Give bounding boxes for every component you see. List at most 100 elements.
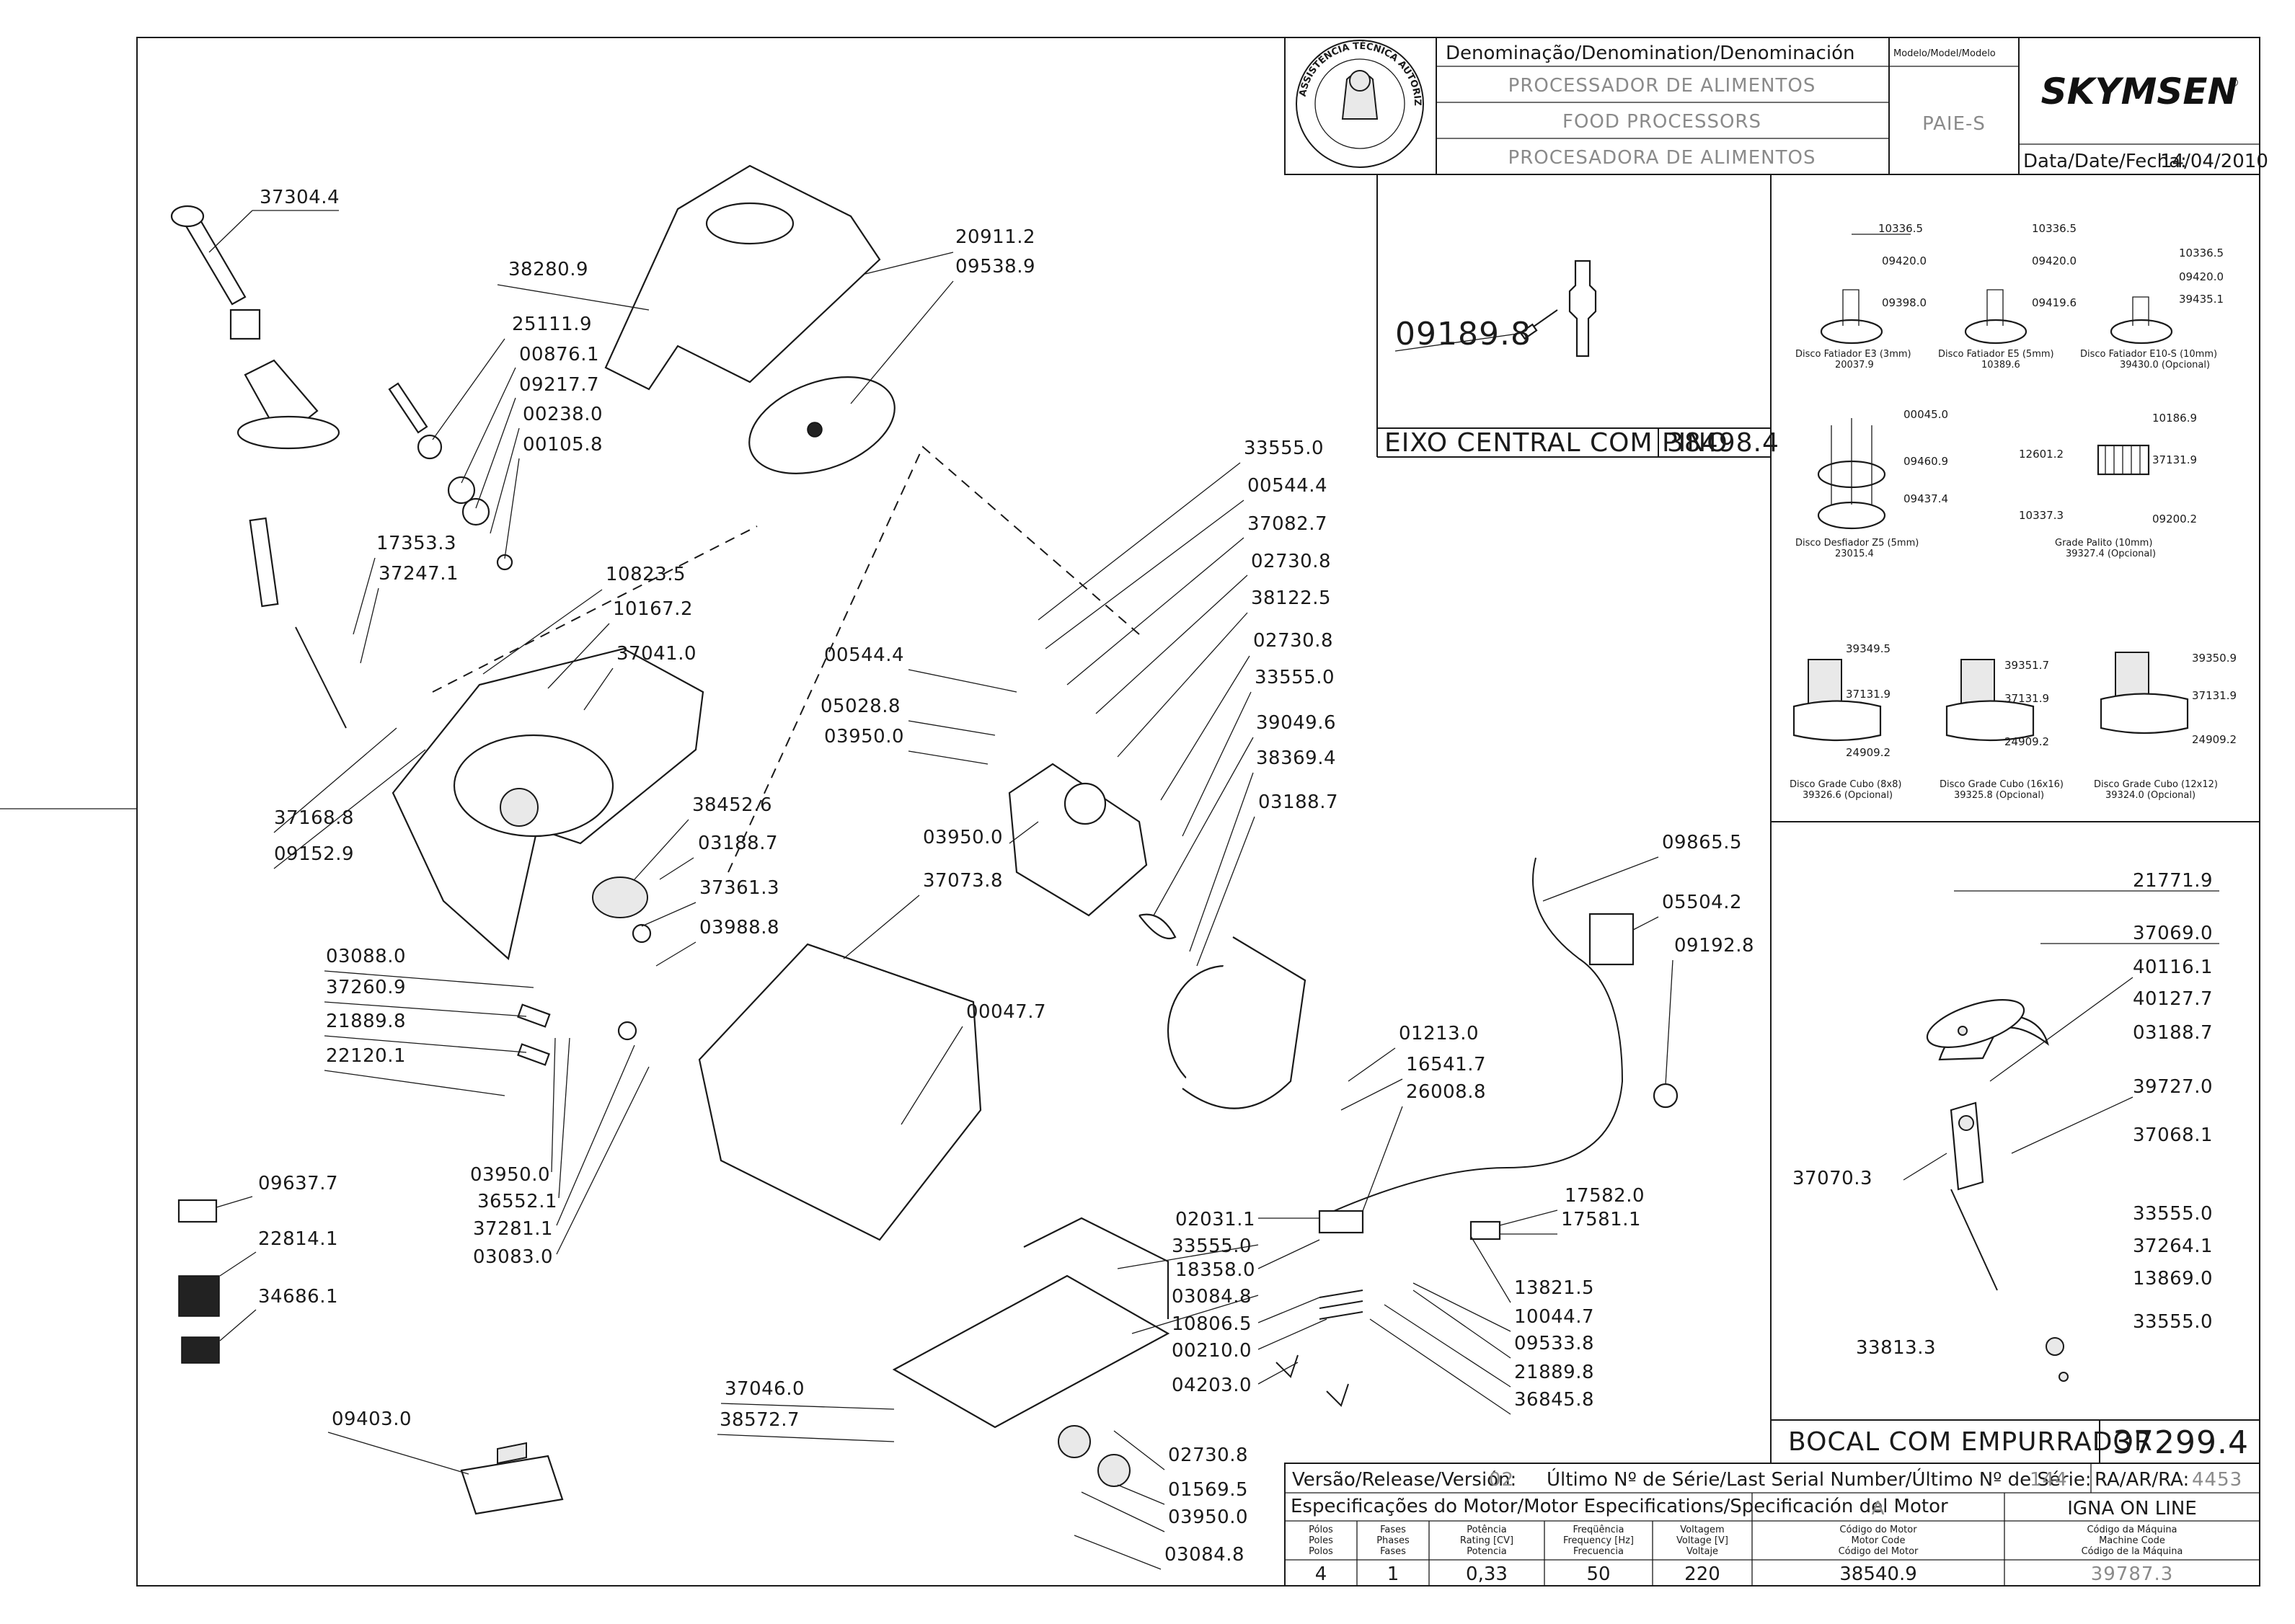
date-value: 14/04/2010 <box>2160 151 2268 172</box>
svg-text:Potencia: Potencia <box>1467 1546 1506 1557</box>
svg-text:00238.0: 00238.0 <box>523 404 603 425</box>
svg-text:Especificações do Motor/Motor: Especificações do Motor/Motor Especifica… <box>1291 1496 1948 1517</box>
svg-text:37264.1: 37264.1 <box>2133 1235 2213 1257</box>
disc-slicer-e5: 10336.5 09420.0 09419.6 Disco Fatiador E… <box>1938 222 2077 370</box>
svg-text:Disco Fatiador E5 (5mm): Disco Fatiador E5 (5mm) <box>1938 349 2054 360</box>
svg-text:22120.1: 22120.1 <box>326 1045 406 1067</box>
svg-text:00105.8: 00105.8 <box>523 434 603 456</box>
svg-text:09419.6: 09419.6 <box>2032 296 2077 309</box>
svg-text:09152.9: 09152.9 <box>274 843 354 865</box>
svg-text:33555.0: 33555.0 <box>2133 1203 2213 1225</box>
svg-text:Frequency [Hz]: Frequency [Hz] <box>1563 1535 1634 1546</box>
svg-text:09420.0: 09420.0 <box>2179 270 2224 283</box>
svg-text:37168.8: 37168.8 <box>274 807 354 829</box>
svg-text:21889.8: 21889.8 <box>326 1011 406 1032</box>
svg-text:36552.1: 36552.1 <box>477 1191 557 1212</box>
svg-text:17353.3: 17353.3 <box>376 533 456 554</box>
svg-text:40127.7: 40127.7 <box>2133 988 2213 1010</box>
central-shaft-panel: 09189.8 EIXO CENTRAL COM PINO 38498.4 <box>1377 259 1779 458</box>
svg-text:50: 50 <box>1586 1563 1610 1585</box>
svg-text:02730.8: 02730.8 <box>1253 630 1333 652</box>
svg-text:Disco Grade Cubo (16x16): Disco Grade Cubo (16x16) <box>1940 779 2064 790</box>
svg-text:144: 144 <box>2030 1469 2068 1491</box>
model-header: Modelo/Model/Modelo <box>1893 48 1996 59</box>
svg-text:09217.7: 09217.7 <box>519 374 599 396</box>
svg-text:37131.9: 37131.9 <box>2004 692 2049 705</box>
pusher-code: 37299.4 <box>2113 1424 2249 1461</box>
callouts-center: 33555.0 00544.4 37082.7 02730.8 38122.5 … <box>717 438 1754 1570</box>
svg-text:220: 220 <box>1684 1563 1720 1585</box>
svg-text:Poles: Poles <box>1309 1535 1333 1546</box>
svg-text:10167.2: 10167.2 <box>613 598 693 620</box>
model-value: PAIE-S <box>1922 113 1986 135</box>
name-es: PROCESADORA DE ALIMENTOS <box>1508 147 1816 169</box>
svg-text:03188.7: 03188.7 <box>698 833 778 854</box>
svg-text:04203.0: 04203.0 <box>1172 1375 1252 1396</box>
svg-text:25111.9: 25111.9 <box>512 314 592 335</box>
svg-text:Grade Palito (10mm): Grade Palito (10mm) <box>2055 538 2152 549</box>
svg-text:02730.8: 02730.8 <box>1251 551 1331 572</box>
svg-text:36845.8: 36845.8 <box>1514 1389 1594 1411</box>
shaft-code: 38498.4 <box>1667 428 1779 458</box>
svg-text:37073.8: 37073.8 <box>923 870 1003 892</box>
french-fry-grid: 10186.9 12601.2 37131.9 10337.3 09200.2 … <box>2019 412 2197 559</box>
svg-text:03083.0: 03083.0 <box>473 1246 553 1268</box>
svg-text:Disco Grade Cubo (8x8): Disco Grade Cubo (8x8) <box>1790 779 1901 790</box>
svg-text:10336.5: 10336.5 <box>2179 247 2224 259</box>
svg-text:®: ® <box>2228 76 2239 89</box>
svg-text:39324.0 (Opcional): 39324.0 (Opcional) <box>2105 790 2195 801</box>
svg-text:21889.8: 21889.8 <box>1514 1362 1594 1383</box>
svg-text:Voltagem: Voltagem <box>1680 1525 1724 1535</box>
svg-text:37247.1: 37247.1 <box>379 563 459 585</box>
svg-text:37260.9: 37260.9 <box>326 977 406 998</box>
svg-text:00045.0: 00045.0 <box>1903 408 1948 421</box>
svg-text:33555.0: 33555.0 <box>1172 1235 1252 1257</box>
svg-text:09437.4: 09437.4 <box>1903 492 1948 505</box>
svg-text:Disco Fatiador E3 (3mm): Disco Fatiador E3 (3mm) <box>1795 349 1911 360</box>
svg-text:Disco Fatiador E10-S (10mm): Disco Fatiador E10-S (10mm) <box>2080 349 2217 360</box>
svg-text:09420.0: 09420.0 <box>2032 254 2077 267</box>
svg-text:10823.5: 10823.5 <box>606 564 686 585</box>
svg-text:IGNA ON LINE: IGNA ON LINE <box>2067 1498 2197 1519</box>
svg-text:38452.6: 38452.6 <box>692 794 772 816</box>
svg-text:03950.0: 03950.0 <box>923 827 1003 848</box>
svg-text:38369.4: 38369.4 <box>1256 747 1336 769</box>
callouts-left: 37304.4 38280.9 20911.2 09538.9 25111.9 … <box>208 187 1035 1475</box>
date-label: Data/Date/Fecha: <box>2023 151 2187 172</box>
svg-text:13821.5: 13821.5 <box>1514 1277 1594 1299</box>
svg-text:39327.4 (Opcional): 39327.4 (Opcional) <box>2066 549 2156 559</box>
svg-text:09865.5: 09865.5 <box>1662 832 1742 853</box>
svg-text:Machine Code: Machine Code <box>2099 1535 2165 1546</box>
svg-text:37082.7: 37082.7 <box>1247 513 1327 535</box>
svg-text:10336.5: 10336.5 <box>2032 222 2077 235</box>
svg-text:03188.7: 03188.7 <box>2133 1022 2213 1044</box>
skymsen-logo: SKYMSEN ® <box>2041 71 2239 112</box>
svg-text:37361.3: 37361.3 <box>699 877 779 899</box>
svg-text:RA/AR/RA:: RA/AR/RA: <box>2095 1469 2189 1491</box>
svg-text:09403.0: 09403.0 <box>332 1408 412 1430</box>
svg-text:39787.3: 39787.3 <box>2091 1563 2174 1585</box>
svg-text:33555.0: 33555.0 <box>1244 438 1324 459</box>
disc-slicer-e10s: 10336.5 09420.0 39435.1 Disco Fatiador E… <box>2080 247 2224 370</box>
svg-text:37131.9: 37131.9 <box>2192 689 2237 702</box>
svg-text:40116.1: 40116.1 <box>2133 957 2213 978</box>
denomination-header: Denominação/Denomination/Denominación <box>1446 43 1854 64</box>
svg-text:09460.9: 09460.9 <box>1903 455 1948 468</box>
name-en: FOOD PROCESSORS <box>1562 111 1761 133</box>
disc-slicer-e3: 10336.5 09420.0 09398.0 Disco Fatiador E… <box>1795 222 1927 370</box>
svg-text:00544.4: 00544.4 <box>824 644 904 666</box>
svg-text:03084.8: 03084.8 <box>1172 1286 1252 1308</box>
svg-text:09637.7: 09637.7 <box>258 1173 338 1194</box>
svg-text:Freqüência: Freqüência <box>1573 1525 1624 1535</box>
svg-text:39351.7: 39351.7 <box>2004 659 2049 672</box>
disc-shredder-z5: 00045.0 09460.9 09437.4 Disco Desfiador … <box>1795 408 1948 559</box>
svg-text:20037.9: 20037.9 <box>1835 360 1874 370</box>
svg-text:39727.0: 39727.0 <box>2133 1076 2213 1098</box>
svg-text:02: 02 <box>1489 1469 1514 1491</box>
svg-text:00876.1: 00876.1 <box>519 344 599 365</box>
svg-text:01213.0: 01213.0 <box>1399 1023 1479 1044</box>
svg-text:Polos: Polos <box>1309 1546 1333 1557</box>
svg-text:20911.2: 20911.2 <box>955 226 1035 248</box>
svg-text:24909.2: 24909.2 <box>2192 733 2237 746</box>
